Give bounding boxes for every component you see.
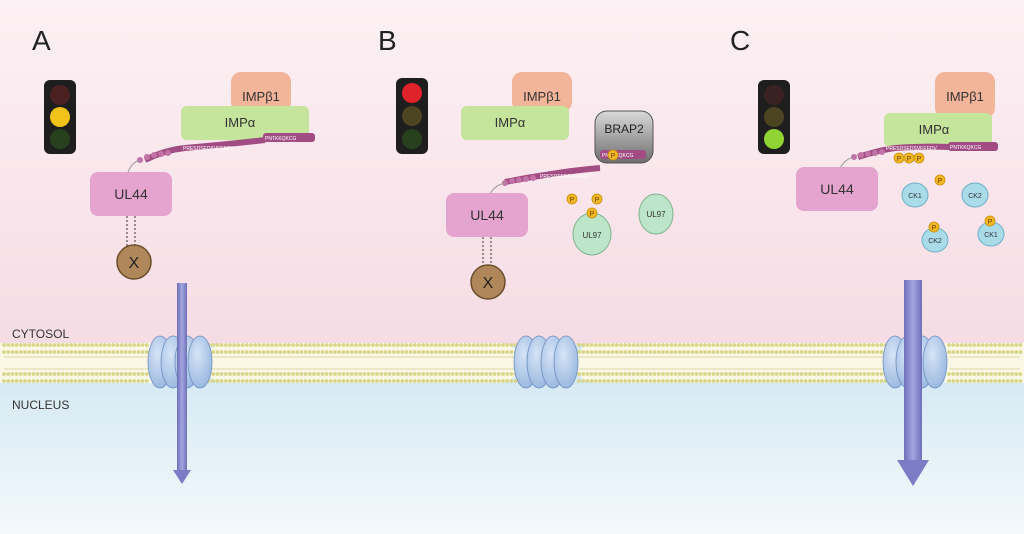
- svg-text:UL97: UL97: [582, 231, 602, 240]
- svg-text:P: P: [590, 211, 595, 218]
- x-protein: X: [116, 216, 152, 280]
- svg-text:PRESDSEDSVFEEDV: PRESDSEDSVFEEDV: [886, 146, 938, 152]
- nucleus-label: NUCLEUS: [12, 398, 69, 412]
- traffic-light: [44, 80, 76, 154]
- nls-tail: PRESDSEDSVFEEDV PNTKKQKCG: [839, 142, 998, 169]
- nls-tail: PRESDSEDSVFEEDV PNTKKQKCG: [127, 133, 315, 173]
- impa-protein: IMPα: [884, 113, 992, 147]
- svg-text:PRESDSEDSVFEEDV: PRESDSEDSVFEEDV: [183, 146, 235, 152]
- svg-text:IMPα: IMPα: [919, 122, 950, 137]
- panel-label: A: [32, 25, 51, 56]
- ul44-protein: UL44: [446, 193, 528, 237]
- membrane-segment: [575, 343, 900, 383]
- cytosol-label: CYTOSOL: [12, 327, 69, 341]
- impa-protein: IMPα: [461, 106, 569, 140]
- ul97-protein-a: UL97 P: [572, 207, 612, 256]
- free-phospho: P: [934, 174, 946, 186]
- svg-text:PNTKKQKCG: PNTKKQKCG: [950, 145, 982, 151]
- impb1-protein: IMPβ1: [935, 72, 995, 118]
- impb1-protein: IMPβ1: [512, 72, 572, 112]
- membrane-segment: [945, 343, 1024, 383]
- ck2-kinase-a: CK2: [961, 182, 989, 208]
- nuclear-envelope: [0, 343, 1024, 383]
- x-protein: X: [470, 237, 506, 300]
- svg-text:P: P: [570, 197, 575, 204]
- svg-text:X: X: [129, 255, 140, 272]
- ul97-protein-b: UL97: [638, 193, 674, 235]
- svg-text:UL44: UL44: [820, 181, 854, 197]
- arrow-overlay: [177, 320, 922, 390]
- traffic-light: [396, 78, 428, 154]
- svg-text:IMPα: IMPα: [495, 115, 526, 130]
- svg-text:PRESDSEDSVFEEDV: PRESDSEDSVFEEDV: [540, 174, 592, 180]
- svg-text:IMPα: IMPα: [225, 115, 256, 130]
- free-phospho: P P: [566, 193, 603, 205]
- svg-text:P: P: [897, 156, 902, 163]
- panel-label: C: [730, 25, 750, 56]
- ul44-protein: UL44: [90, 172, 172, 216]
- svg-text:P: P: [917, 156, 922, 163]
- svg-text:CK2: CK2: [928, 238, 942, 245]
- svg-text:X: X: [483, 275, 494, 292]
- svg-text:P: P: [932, 225, 937, 232]
- panel-b: B IMPβ1 IMPα BRAP2 PRESDSEDSVFEEDV PNTKK…: [378, 25, 674, 300]
- nuclear-pore: [513, 335, 579, 389]
- ck1-kinase-a: CK1: [901, 182, 929, 208]
- membrane-segment: [0, 343, 152, 383]
- svg-text:IMPβ1: IMPβ1: [946, 89, 984, 104]
- svg-text:CK1: CK1: [908, 193, 922, 200]
- ck2-kinase-b: CK2 P: [921, 221, 949, 253]
- svg-text:P: P: [595, 197, 600, 204]
- svg-text:UL44: UL44: [470, 207, 504, 223]
- svg-text:BRAP2: BRAP2: [604, 122, 644, 136]
- svg-text:P: P: [611, 153, 616, 160]
- impb1-protein: IMPβ1: [231, 72, 291, 112]
- traffic-light: [758, 80, 790, 154]
- svg-text:CK2: CK2: [968, 193, 982, 200]
- panel-label: B: [378, 25, 397, 56]
- membrane-segment: [205, 343, 520, 383]
- svg-text:UL97: UL97: [646, 210, 666, 219]
- svg-text:P: P: [938, 178, 943, 185]
- impa-protein: IMPα: [181, 106, 309, 140]
- ul44-protein: UL44: [796, 167, 878, 211]
- svg-text:PNTKKQKCG: PNTKKQKCG: [265, 136, 297, 142]
- phospho-badge: P: [607, 149, 619, 161]
- svg-text:UL44: UL44: [114, 186, 148, 202]
- phospho-cluster: P P P: [893, 152, 925, 164]
- ck1-kinase-b: CK1 P: [977, 215, 1005, 247]
- svg-text:IMPβ1: IMPβ1: [523, 89, 561, 104]
- svg-text:CK1: CK1: [984, 232, 998, 239]
- svg-text:IMPβ1: IMPβ1: [242, 89, 280, 104]
- svg-text:P: P: [988, 219, 993, 226]
- svg-text:P: P: [907, 156, 912, 163]
